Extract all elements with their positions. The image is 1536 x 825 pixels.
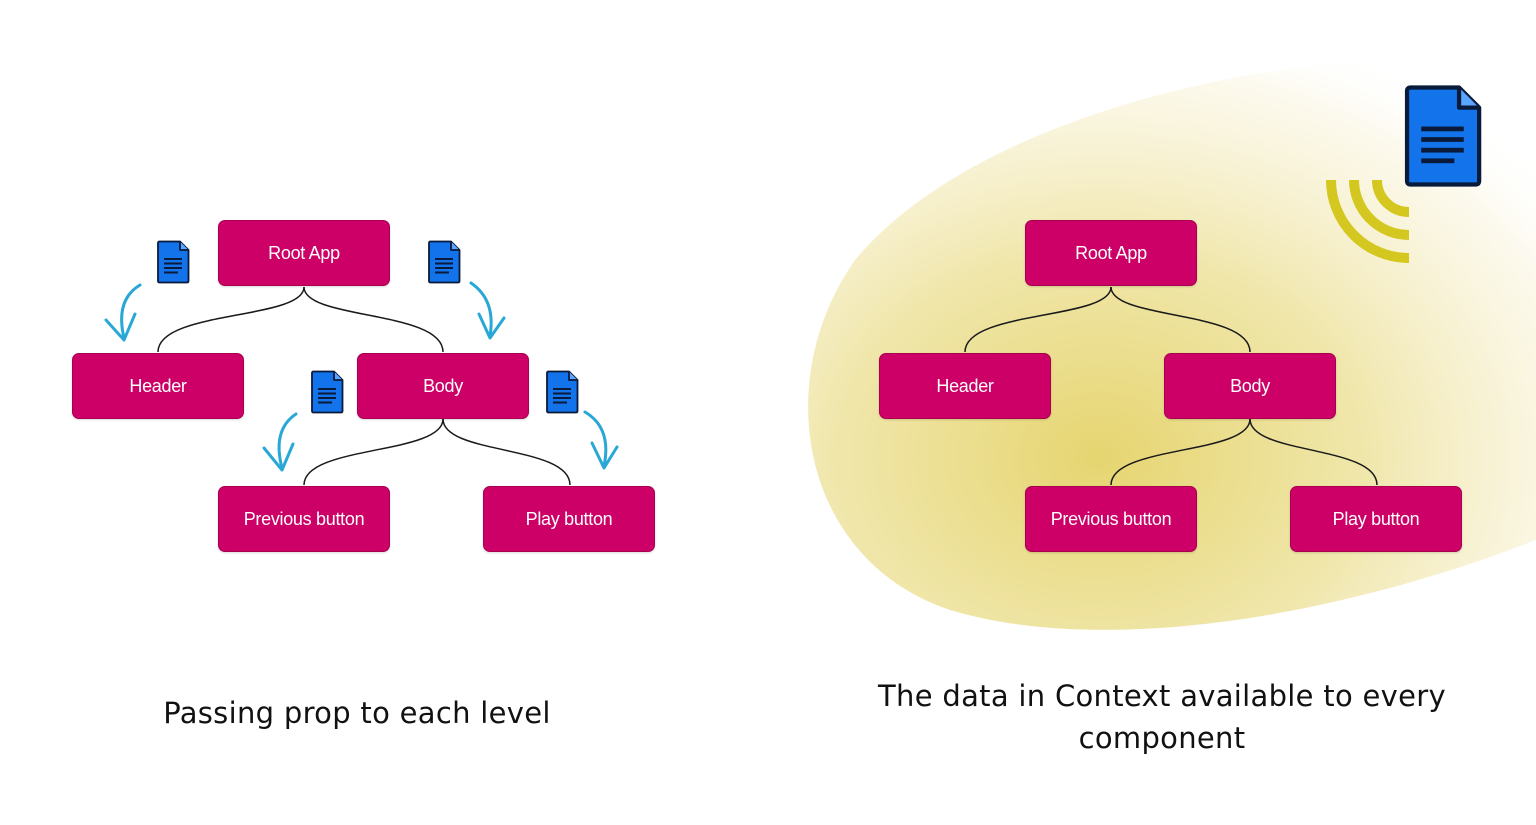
- right-node-body: Body: [1164, 353, 1336, 419]
- document-icon: [546, 370, 579, 414]
- left-node-root-app: Root App: [218, 220, 390, 286]
- document-icon: [1407, 88, 1479, 185]
- broadcast-waves-icon: [1326, 179, 1410, 263]
- curved-arrow-icon: [583, 410, 619, 470]
- curved-arrow-icon: [262, 412, 298, 472]
- left-connectors: [157, 286, 571, 486]
- right-node-root-app: Root App: [1025, 220, 1197, 286]
- right-node-previous-button: Previous button: [1025, 486, 1197, 552]
- curved-arrow-icon: [469, 281, 506, 340]
- right-node-header: Header: [879, 353, 1051, 419]
- right-connectors: [964, 286, 1378, 486]
- document-icon: [428, 240, 461, 284]
- left-node-header: Header: [72, 353, 244, 419]
- document-icon: [157, 240, 190, 284]
- left-node-body: Body: [357, 353, 529, 419]
- curved-arrow-icon: [104, 283, 142, 342]
- left-node-play-button: Play button: [483, 486, 655, 552]
- right-node-play-button: Play button: [1290, 486, 1462, 552]
- left-caption: Passing prop to each level: [163, 696, 551, 730]
- document-icon: [311, 370, 344, 414]
- left-node-previous-button: Previous button: [218, 486, 390, 552]
- right-caption: The data in Context available to every c…: [878, 679, 1446, 755]
